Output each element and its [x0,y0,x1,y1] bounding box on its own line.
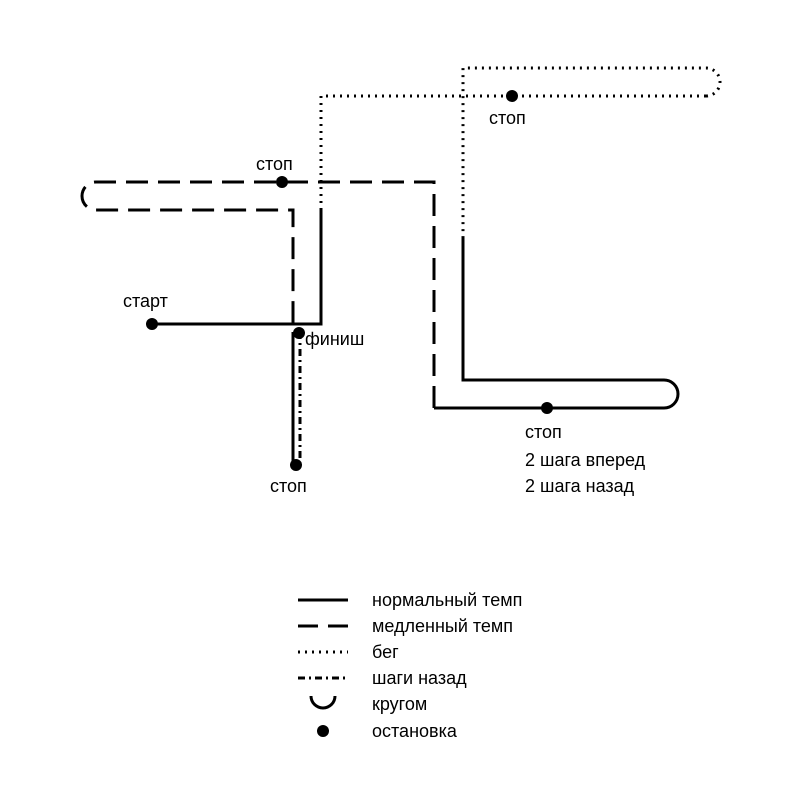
stop-dot-bottom [290,459,302,471]
path-run-upper [319,94,706,210]
label-note-forward: 2 шага вперед [525,450,646,470]
start-dot [146,318,158,330]
path-slow [80,180,436,408]
u-turn-icon [309,695,337,710]
stop-dot-top-left [276,176,288,188]
legend-label-dotted: бег [372,642,399,662]
legend-label-stop: остановка [372,721,458,741]
stop-dot-right [541,402,553,414]
stop-dot-icon [317,725,329,737]
label-note-backward: 2 шага назад [525,476,635,496]
label-finish: финиш [305,329,364,349]
label-start: старт [123,291,168,311]
finish-dot [293,327,305,339]
legend-label-u-turn: кругом [372,694,427,714]
label-stop-top-right: стоп [489,108,526,128]
legend-label-solid: нормальный темп [372,590,522,610]
path-run-loop [461,66,722,238]
label-stop-bottom: стоп [270,476,307,496]
legend-label-dash-dot: шаги назад [372,668,467,688]
label-stop-right: стоп [525,422,562,442]
stop-dot-top-right [506,90,518,102]
path-normal-right [434,238,680,410]
label-stop-top-left: стоп [256,154,293,174]
legend: нормальный темп медленный темп бег шаги … [298,590,522,741]
legend-label-dashed: медленный темп [372,616,513,636]
path-normal-start [152,210,323,326]
